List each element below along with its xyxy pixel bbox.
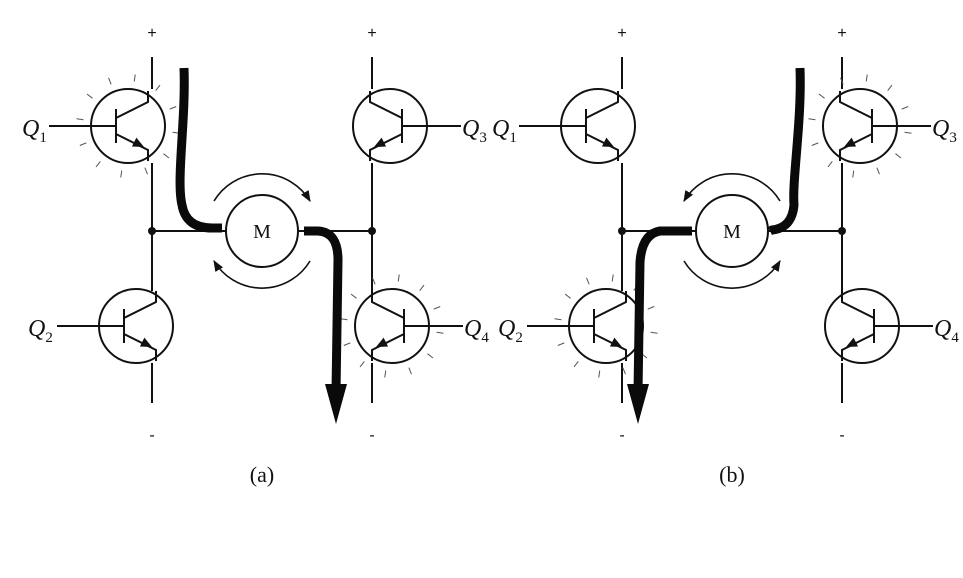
motor-label: M [253, 221, 271, 243]
emitter-arrow [601, 137, 614, 147]
label-q4: Q4 [934, 316, 959, 346]
label-q3: Q3 [462, 116, 487, 146]
label-q3: Q3 [932, 116, 957, 146]
emitter-leg [585, 133, 619, 161]
collector-leg [585, 91, 619, 119]
supply-plus-right: + [367, 25, 376, 42]
panel-caption: (b) [719, 462, 745, 487]
collector-leg [115, 91, 149, 119]
rotation-arrow-upper [683, 173, 781, 202]
collector-leg [369, 91, 403, 119]
transistor-q3 [352, 88, 428, 164]
emitter-leg [841, 333, 875, 361]
supply-plus-right: + [837, 25, 846, 42]
on-glow-rays [808, 74, 912, 178]
supply-plus-left: + [147, 25, 156, 42]
emitter-arrow [139, 337, 152, 347]
collector-leg [371, 291, 405, 319]
on-glow-rays [76, 74, 180, 178]
label-q1: Q1 [22, 116, 47, 146]
transistor-q2 [554, 274, 658, 378]
motor [695, 194, 769, 268]
collector-leg [593, 291, 627, 319]
supply-minus-right: - [369, 427, 374, 444]
transistor-q1 [560, 88, 636, 164]
current-arrowhead [627, 384, 649, 424]
emitter-arrow [609, 337, 622, 347]
supply-minus-left: - [149, 427, 154, 444]
emitter-arrow [374, 137, 387, 147]
label-q1: Q1 [492, 116, 517, 146]
rotation-arrow-upper [213, 173, 311, 202]
transistor-q1 [76, 74, 180, 178]
label-q2: Q2 [28, 316, 53, 346]
emitter-arrow [131, 137, 144, 147]
current-path [633, 67, 805, 393]
on-glow-rays [340, 274, 444, 378]
panel-caption: (a) [250, 462, 274, 487]
transistor-q2 [98, 288, 174, 364]
transistor-q4 [340, 274, 444, 378]
label-q4: Q4 [464, 316, 489, 346]
collector-leg [841, 291, 875, 319]
emitter-leg [371, 333, 405, 361]
emitter-arrow [844, 137, 857, 147]
emitter-leg [593, 333, 627, 361]
emitter-arrow [376, 337, 389, 347]
on-glow-rays [554, 274, 658, 378]
supply-minus-left: - [619, 427, 624, 444]
current-path [175, 67, 343, 393]
motor [225, 194, 299, 268]
emitter-leg [839, 133, 873, 161]
transistor-q3 [808, 74, 912, 178]
rotation-arrow-lower [683, 260, 781, 289]
motor-label: M [723, 221, 741, 243]
current-arrowhead [325, 384, 347, 424]
collector-leg [839, 91, 873, 119]
transistor-q4 [824, 288, 900, 364]
emitter-arrow [846, 337, 859, 347]
emitter-leg [123, 333, 157, 361]
label-q2: Q2 [498, 316, 523, 346]
emitter-leg [369, 133, 403, 161]
supply-plus-left: + [617, 25, 626, 42]
supply-minus-right: - [839, 427, 844, 444]
collector-leg [123, 291, 157, 319]
emitter-leg [115, 133, 149, 161]
rotation-arrow-lower [213, 260, 311, 289]
